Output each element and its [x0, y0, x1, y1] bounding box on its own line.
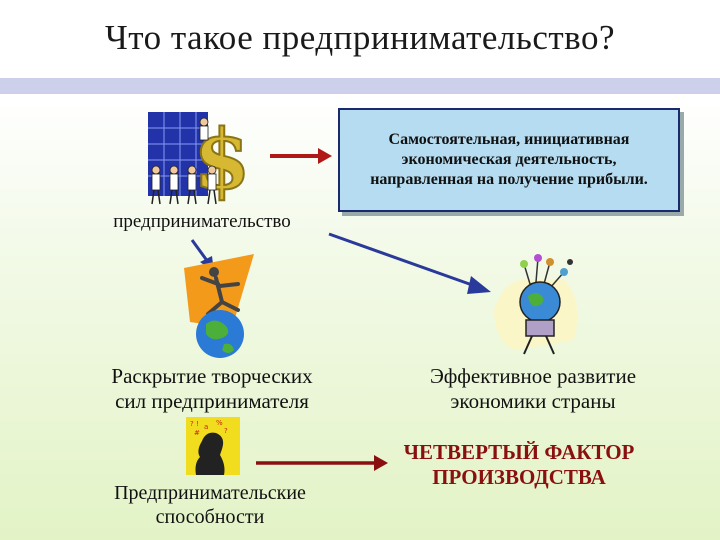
- dollar-business-people-clipart: $: [140, 108, 260, 208]
- slide-title: Что такое предпринимательство?: [104, 18, 615, 57]
- svg-text:a: a: [204, 423, 208, 431]
- running-man-globe-clipart: [180, 248, 260, 360]
- abilities-label-line2: способности: [155, 506, 265, 528]
- creative-label-line2: сил предпринимателя: [115, 389, 309, 414]
- svg-text:%: %: [216, 419, 223, 427]
- factor-label-line2: ПРОИЗВОДСТВА: [432, 465, 606, 490]
- svg-text:? !: ? !: [190, 420, 199, 428]
- creative-label-line1: Раскрытие творческих: [111, 364, 313, 388]
- factor-label-line1: ЧЕТВЕРТЫЙ ФАКТОР: [403, 440, 635, 464]
- economy-label-line1: Эффективное развитие: [429, 364, 637, 388]
- creative-forces-label: Раскрытие творческих сил предпринимателя: [74, 364, 350, 414]
- abilities-label: Предпринимательские способности: [70, 481, 350, 529]
- definition-box: Самостоятельная, инициативная экономичес…: [338, 108, 680, 212]
- svg-text:#: #: [194, 429, 200, 437]
- thinking-head-clipart: ? ! a% #?: [186, 417, 240, 475]
- abilities-label-line1: Предпринимательские: [114, 482, 306, 504]
- blue-arrow-to-economy: [325, 228, 495, 300]
- fourth-factor-label: ЧЕТВЕРТЫЙ ФАКТОР ПРОИЗВОДСТВА: [376, 440, 662, 490]
- title-underline-bar: [0, 78, 720, 94]
- svg-text:?: ?: [224, 427, 228, 435]
- economy-development-label: Эффективное развитие экономики страны: [390, 364, 676, 414]
- red-arrow-to-definition: [268, 146, 334, 166]
- economy-label-line2: экономики страны: [450, 389, 616, 414]
- globe-plant-clipart: [484, 250, 594, 360]
- term-label: предпринимательство: [113, 211, 291, 232]
- red-arrow-to-factor: [254, 453, 390, 473]
